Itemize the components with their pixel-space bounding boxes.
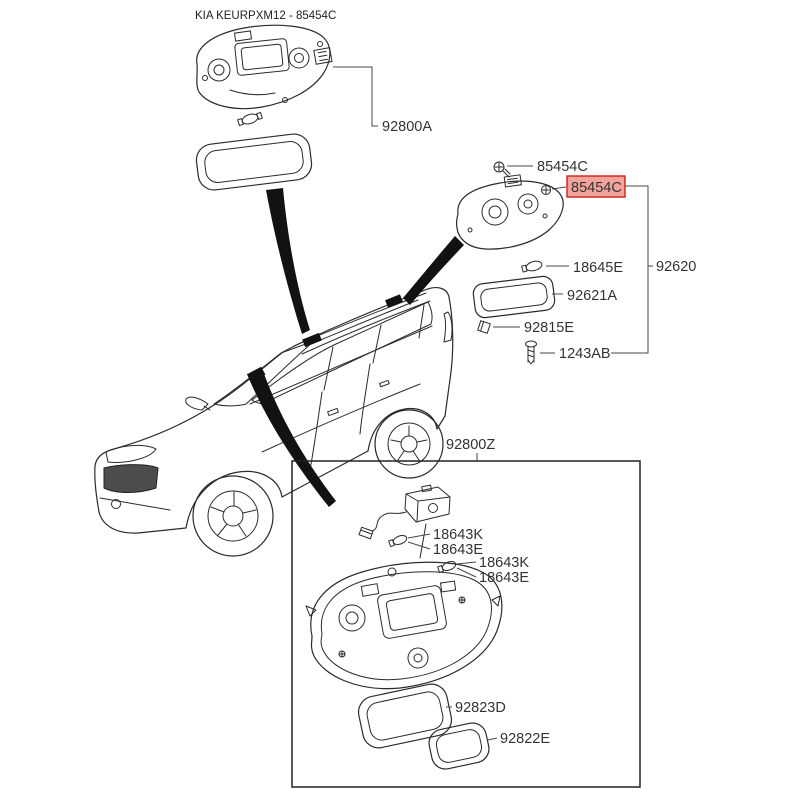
part-label-92800A[interactable]: 92800A	[382, 119, 432, 135]
lamp-opening	[481, 198, 509, 226]
leader-18643E-1	[407, 541, 431, 550]
part-label-18643E-2[interactable]: 18643E	[479, 570, 529, 586]
lamp-opening	[288, 47, 310, 69]
group-box	[291, 460, 641, 788]
roof-marker	[302, 332, 322, 348]
bulb-icon	[521, 260, 543, 273]
part-label-92823D[interactable]: 92823D	[455, 700, 506, 716]
leader-92800A	[333, 66, 378, 127]
side-windows	[251, 301, 433, 405]
door-line	[309, 391, 323, 471]
screw-detail	[282, 97, 288, 103]
screw-icon	[541, 185, 551, 195]
b-pillar	[323, 346, 334, 391]
wire	[371, 511, 407, 532]
rear-lamp-lens	[472, 275, 556, 319]
part-label-92620[interactable]: 92620	[656, 259, 696, 275]
clip	[305, 605, 317, 617]
screw-icon	[493, 161, 511, 178]
lamp-opening	[207, 58, 231, 82]
clip	[491, 595, 501, 607]
bumper-line	[99, 497, 171, 511]
fog-light	[111, 499, 121, 509]
roof-marker	[385, 294, 403, 308]
part-label-85454C-highlighted[interactable]: 85454C	[571, 180, 622, 196]
bulb-icon	[388, 535, 408, 548]
d-pillar	[418, 304, 425, 339]
belt-line	[249, 325, 433, 405]
vehicle-drawing	[94, 287, 454, 557]
console-body-drawing	[305, 561, 503, 690]
leader-92822E	[487, 737, 498, 741]
side-mirror	[185, 396, 211, 411]
part-label-18645E[interactable]: 18645E	[573, 260, 623, 276]
lamp-opening	[517, 193, 539, 215]
console-body	[196, 24, 331, 110]
headlight	[105, 444, 157, 463]
part-label-92800Z[interactable]: 92800Z	[446, 437, 495, 453]
part-label-18643K-1[interactable]: 18643K	[433, 527, 483, 543]
part-label-18643E-1[interactable]: 18643E	[433, 542, 483, 558]
part-label-92815E[interactable]: 92815E	[524, 320, 574, 336]
overhead-console-group: 92800Z 18643K 18643E	[291, 437, 641, 788]
retainer-clip-icon	[477, 320, 491, 334]
part-label-1243AB[interactable]: 1243AB	[559, 346, 611, 362]
bulb-icon	[237, 111, 263, 127]
arrow-map-lamp	[266, 188, 310, 334]
screw-detail	[202, 75, 208, 81]
leader-18643E-2	[456, 567, 477, 578]
arrow-overhead-console	[247, 371, 336, 507]
leader-18643K-2	[456, 561, 477, 565]
door-line	[359, 363, 371, 435]
rear-lamp-body	[455, 180, 564, 250]
part-label-92621A[interactable]: 92621A	[567, 288, 617, 304]
door-handle	[327, 407, 339, 417]
diagram-title: KIA KEURPXM12 - 85454C	[195, 10, 336, 22]
switch	[234, 30, 252, 42]
wire-connector	[358, 526, 374, 540]
screw-detail	[542, 213, 548, 219]
screw-detail	[467, 227, 473, 233]
body-crease	[261, 383, 421, 453]
console-lens-2	[428, 722, 490, 770]
lamp-opening	[407, 647, 429, 669]
arrow-rear-lamp	[403, 236, 464, 305]
door-handle	[379, 379, 390, 388]
map-lamp-assembly-drawing: 92800A	[195, 24, 432, 191]
screw-detail	[317, 41, 323, 47]
highlighted-part-callout[interactable]: 85454C	[566, 175, 626, 198]
rear-lamp-assembly-drawing: 85454C 85454C 18645E 92621A	[455, 159, 696, 365]
part-label-18643K-2[interactable]: 18643K	[479, 555, 529, 571]
connector	[313, 47, 333, 65]
roof-rail	[301, 300, 431, 355]
taillight	[443, 311, 453, 343]
leader-18643K-1	[407, 533, 431, 539]
lamp-opening	[338, 604, 366, 632]
console-lens-1	[357, 683, 453, 749]
sensor-module	[358, 484, 451, 559]
grille	[103, 464, 159, 493]
part-label-85454C[interactable]: 85454C	[537, 159, 588, 175]
sunglass-bin	[234, 38, 290, 76]
tapping-screw-icon	[525, 340, 537, 365]
part-label-92822E[interactable]: 92822E	[500, 731, 550, 747]
windshield	[213, 340, 315, 407]
rear-wheel	[374, 409, 444, 479]
connector	[503, 174, 522, 188]
location-arrows	[247, 188, 464, 507]
group-bracket	[611, 185, 649, 354]
car-body-outline	[94, 287, 454, 534]
map-lamp-lens	[195, 133, 313, 191]
roof-rib	[317, 299, 419, 342]
front-wheel	[192, 475, 274, 557]
c-pillar	[372, 324, 382, 364]
